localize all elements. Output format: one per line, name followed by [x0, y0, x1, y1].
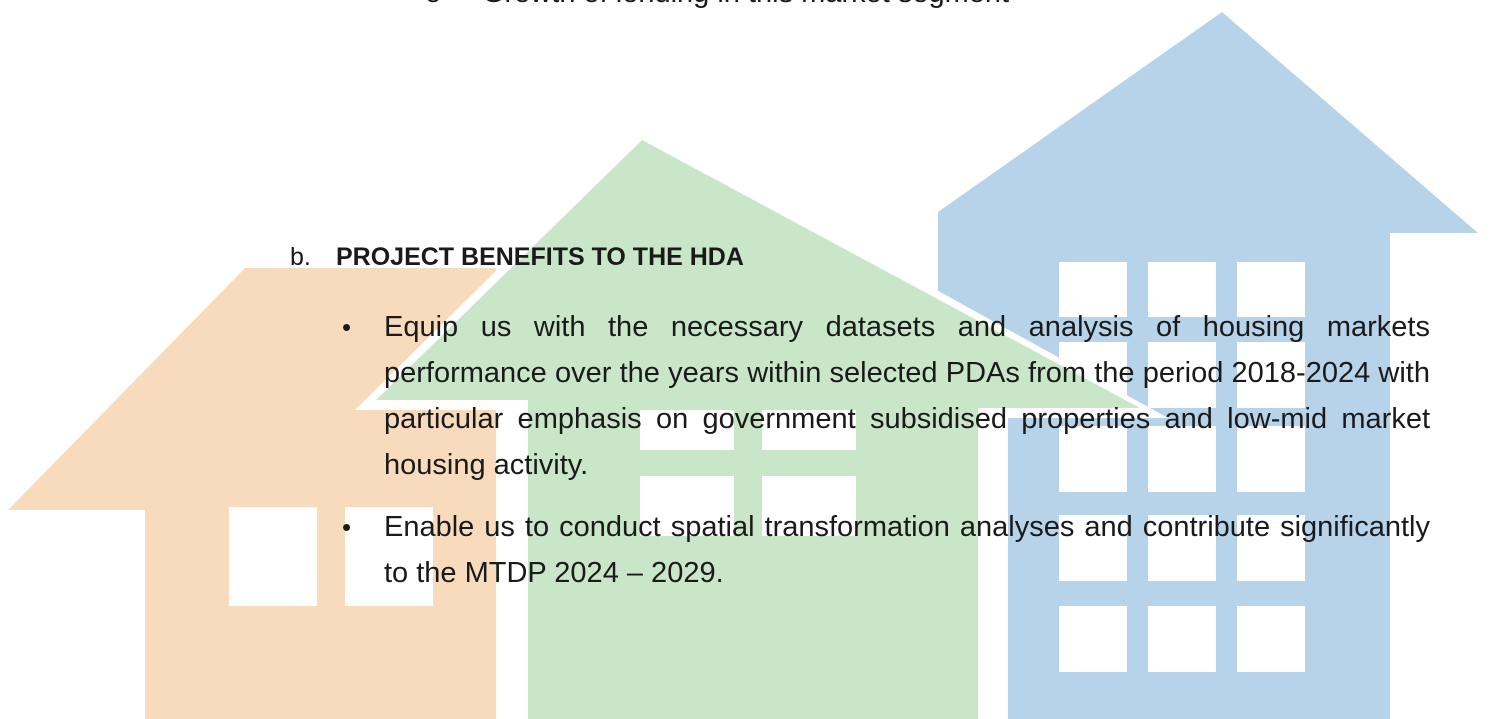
orange-house-windows: [229, 507, 433, 606]
section-marker: b.: [290, 243, 311, 271]
green-house-illustration: [355, 127, 1168, 719]
bullet-marker: •: [342, 512, 352, 542]
sub-bullet-text: Growth of lending in this market segment: [482, 0, 1009, 16]
bullet-marker: •: [342, 312, 352, 342]
orange-house-shape: [8, 268, 496, 719]
orange-house-illustration: [8, 268, 496, 719]
bullet-item-datasets: Equip us with the necessary datasets and…: [384, 311, 1430, 481]
green-house-windows: [640, 410, 856, 536]
section-heading-text: PROJECT BENEFITS TO THE HDA: [336, 243, 744, 271]
hollow-bullet-marker: o: [425, 0, 441, 16]
green-house-shape: [376, 140, 1140, 719]
bullet-item-spatial-transformation: Enable us to conduct spatial transformat…: [384, 511, 1430, 589]
